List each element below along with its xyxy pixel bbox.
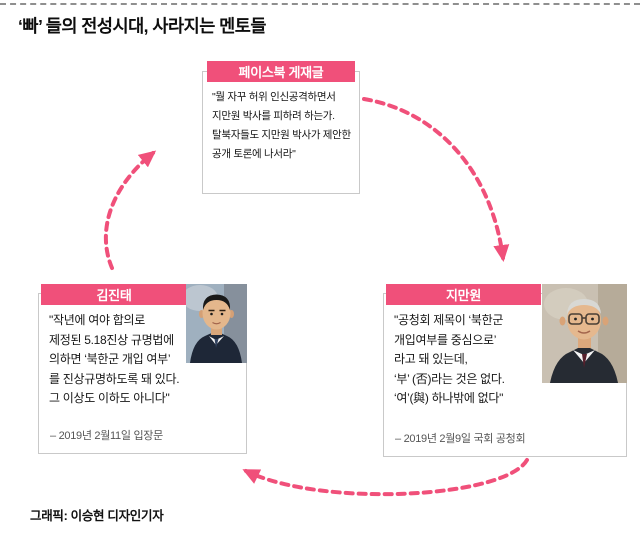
ji-man-won-portrait-illustration bbox=[542, 284, 627, 383]
card-facebook-post: 페이스북 게재글 "뭘 자꾸 허위 인신공격하면서 지만원 박사를 피하려 하는… bbox=[202, 61, 360, 194]
kim-jin-tae-photo bbox=[186, 284, 247, 363]
arrow-facebook-to-ji bbox=[362, 97, 510, 262]
card-kim-jin-tae: 김진태 "작년에 여야 합의로 제정된 5.18진상 규명법에 의하면 ‘ bbox=[38, 284, 247, 454]
top-dashed-rule bbox=[0, 3, 640, 5]
card-facebook-quote: "뭘 자꾸 허위 인신공격하면서 지만원 박사를 피하려 하는가. 탈북자들도 … bbox=[212, 91, 351, 160]
kim-jin-tae-portrait-illustration bbox=[186, 284, 247, 363]
card-kim-header: 김진태 bbox=[41, 284, 187, 305]
arrow-kim-to-facebook bbox=[103, 150, 157, 270]
credit: 그래픽: 이승현 디자인기자 bbox=[30, 509, 164, 523]
page-title: ‘빠’ 들의 전성시대, 사라지는 멘토들 bbox=[18, 16, 266, 36]
card-ji-man-won: 지만원 "공청회 제목이 ‘북한군 개 bbox=[383, 284, 627, 457]
arrow-ji-to-kim bbox=[242, 458, 529, 497]
card-kim-quote: "작년에 여야 합의로 제정된 5.18진상 규명법에 의하면 ‘북한군 개입 … bbox=[49, 313, 180, 405]
card-ji-source: – 2019년 2월9일 국회 공청회 bbox=[395, 433, 526, 445]
card-ji-header: 지만원 bbox=[386, 284, 541, 305]
card-facebook-header: 페이스북 게재글 bbox=[207, 61, 355, 82]
ji-man-won-photo bbox=[542, 284, 627, 383]
card-kim-source: – 2019년 2월11일 입장문 bbox=[50, 430, 163, 442]
card-ji-quote: "공청회 제목이 ‘북한군 개입여부를 중심으로’ 라고 돼 있는데, ‘부’ … bbox=[394, 313, 505, 405]
